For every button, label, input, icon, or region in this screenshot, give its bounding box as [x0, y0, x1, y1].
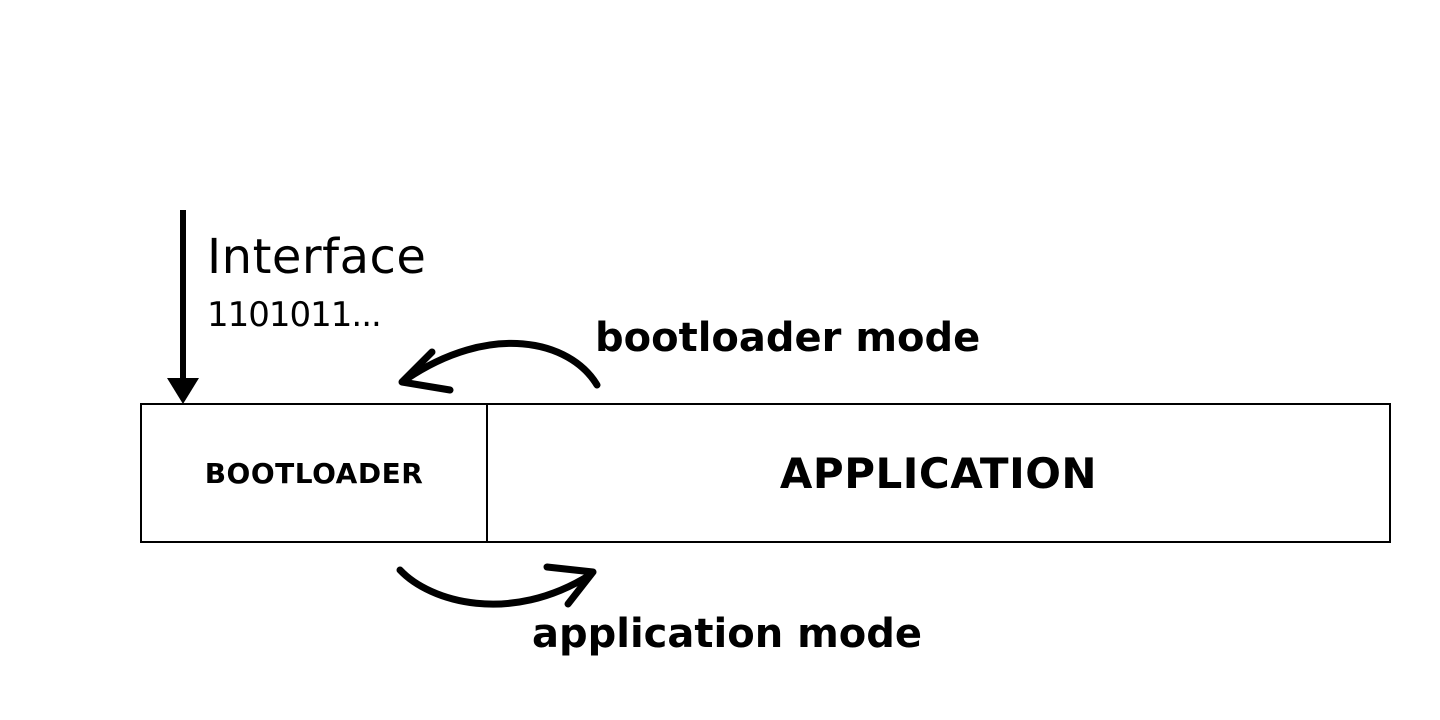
- interface-input-arrow: [167, 210, 199, 404]
- memory-block: BOOTLOADER APPLICATION: [140, 403, 1391, 543]
- application-mode-arrow: [396, 563, 597, 608]
- application-segment-label: APPLICATION: [779, 448, 1098, 498]
- application-mode-label: application mode: [532, 611, 923, 657]
- interface-bits: 1101011...: [207, 295, 382, 335]
- bootloader-mode-label: bootloader mode: [595, 315, 981, 361]
- interface-label: Interface: [207, 229, 427, 285]
- bootloader-segment: BOOTLOADER: [142, 405, 488, 541]
- bootloader-mode-arrow: [398, 339, 601, 394]
- application-segment: APPLICATION: [488, 405, 1389, 541]
- bootloader-segment-label: BOOTLOADER: [204, 456, 424, 490]
